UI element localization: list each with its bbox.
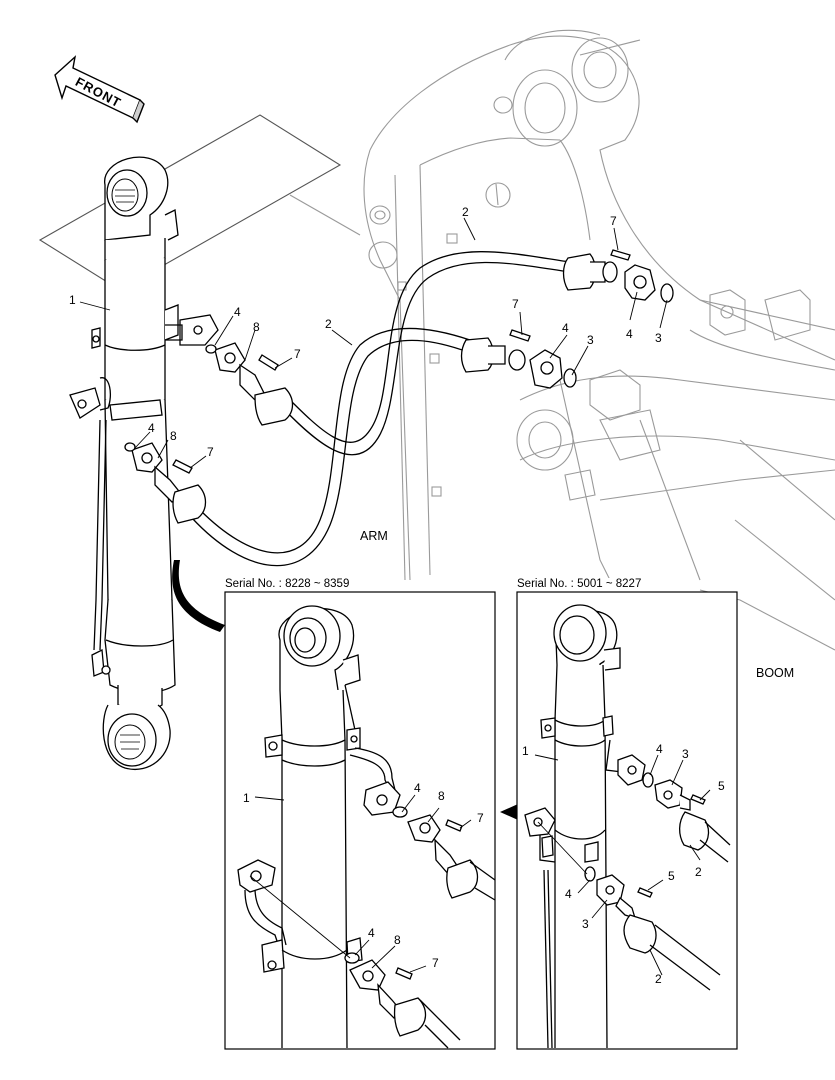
boom-area-label: BOOM: [756, 666, 795, 680]
detail-pointer-triangle: [500, 804, 518, 820]
callout: 3: [655, 331, 662, 345]
callout: 8: [394, 933, 401, 947]
callout: 8: [253, 320, 260, 334]
callout: 4: [626, 327, 633, 341]
callout: 3: [587, 333, 594, 347]
leader-lines-main: [79, 217, 668, 469]
callout: 4: [565, 887, 572, 901]
callout: 2: [462, 205, 469, 219]
callout: 4: [234, 305, 241, 319]
callout: 2: [655, 972, 662, 986]
callout: 8: [438, 789, 445, 803]
callout: 1: [522, 744, 529, 758]
callout: 7: [512, 297, 519, 311]
inset-right: [516, 591, 738, 1050]
callout: 1: [69, 293, 76, 307]
callout: 7: [207, 445, 214, 459]
front-direction-arrow: [54, 55, 145, 124]
callout: 2: [695, 865, 702, 879]
callout: 4: [414, 781, 421, 795]
callout: 1: [243, 791, 250, 805]
callout: 7: [610, 214, 617, 228]
callout: 7: [294, 347, 301, 361]
arm-boom-structure: [38, 29, 835, 651]
callout: 4: [148, 421, 155, 435]
hose-assemblies-main: [191, 251, 571, 567]
callout: 2: [325, 317, 332, 331]
right-inset-serial: Serial No. : 5001 ~ 8227: [515, 578, 644, 590]
callout: 4: [562, 321, 569, 335]
left-inset-serial: Serial No. : 8228 ~ 8359: [223, 578, 352, 590]
inset-left: [224, 591, 496, 1050]
detail-pointer-arrow: [172, 560, 225, 632]
callout: 5: [718, 779, 725, 793]
callout: 5: [668, 869, 675, 883]
callout: 8: [170, 429, 177, 443]
callout: 4: [656, 742, 663, 756]
hose-fittings-main: [124, 249, 674, 524]
callout: 7: [477, 811, 484, 825]
arm-area-label: ARM: [360, 529, 388, 543]
callout: 3: [582, 917, 589, 931]
callout: 7: [432, 956, 439, 970]
callout: 3: [682, 747, 689, 761]
callout: 4: [368, 926, 375, 940]
